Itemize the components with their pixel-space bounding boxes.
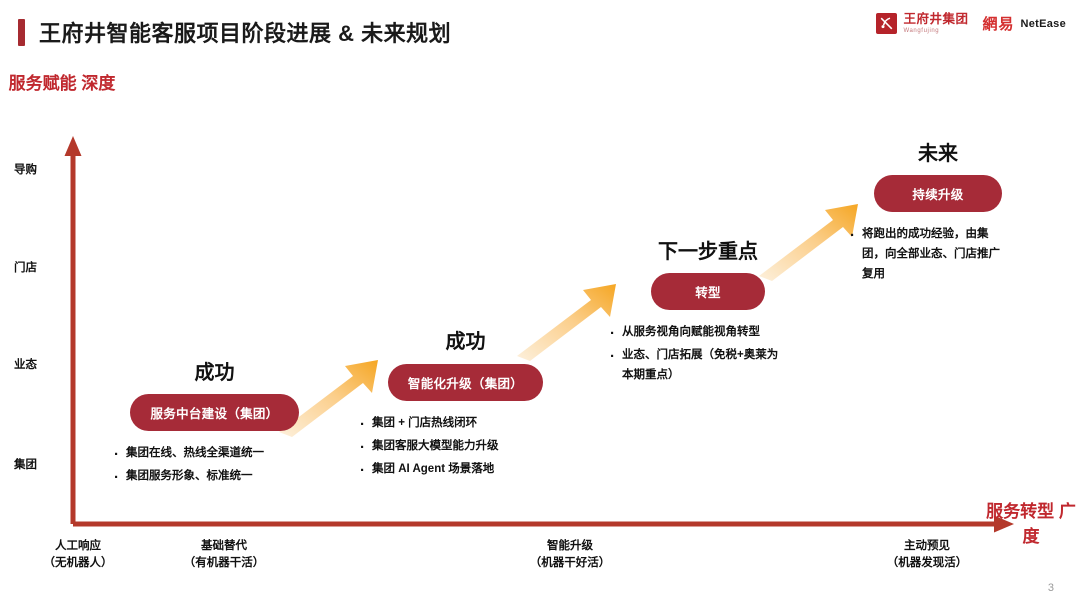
list-item: 集团服务形象、标准统一 <box>112 465 317 491</box>
x-tick-label-3: 主动预见 （机器发现活） <box>886 540 968 569</box>
stage-block-1: 成功 服务中台建设（集团） 集团在线、热线全渠道统一 集团服务形象、标准统一 <box>112 356 317 492</box>
y-tick-label-3: 集团 <box>14 459 37 471</box>
slide-header: 王府井智能客服项目阶段进展 & 未来规划 <box>18 16 451 48</box>
y-tick-label-0: 导购 <box>14 164 37 176</box>
stage-4-pill-wrap: 持续升级 <box>848 175 1028 212</box>
wangfujing-mark-icon <box>876 13 898 34</box>
list-item: 集团客服大模型能力升级 <box>358 435 573 461</box>
stage-1-pill-wrap: 服务中台建设（集团） <box>112 394 317 431</box>
stage-1-bullets: 集团在线、热线全渠道统一 集团服务形象、标准统一 <box>112 442 317 492</box>
stage-block-3: 下一步重点 转型 从服务视角向赋能视角转型 业态、门店拓展（免税+奥莱为 本期重… <box>608 235 808 388</box>
stage-4-bullets: 将跑出的成功经验，由集 团，向全部业态、门店推广 复用 <box>848 223 1028 284</box>
list-item: 从服务视角向赋能视角转型 <box>608 321 808 347</box>
list-item: 集团在线、热线全渠道统一 <box>112 442 317 468</box>
list-item: 将跑出的成功经验，由集 团，向全部业态、门店推广 复用 <box>848 223 1028 284</box>
netease-name-cn: 網易 <box>982 16 1015 33</box>
progress-arrow-2 <box>517 284 616 361</box>
progress-arrow-1 <box>279 360 378 437</box>
stage-1-pill[interactable]: 服务中台建设（集团） <box>130 394 299 431</box>
stage-3-pill-wrap: 转型 <box>608 273 808 310</box>
page-number: 3 <box>1047 582 1054 594</box>
stage-block-4: 未来 持续升级 将跑出的成功经验，由集 团，向全部业态、门店推广 复用 <box>848 137 1028 287</box>
progress-arrow-3 <box>759 204 858 281</box>
list-item: 集团 + 门店热线闭环 <box>358 412 573 438</box>
y-tick-label-2: 业态 <box>14 359 37 371</box>
list-item: 集团 AI Agent 场景落地 <box>358 458 573 484</box>
stage-4-heading: 未来 <box>918 143 958 165</box>
stage-2-pill-wrap: 智能化升级（集团） <box>358 364 573 401</box>
stage-block-2: 成功 智能化升级（集团） 集团 + 门店热线闭环 集团客服大模型能力升级 集团 … <box>358 325 573 485</box>
x-tick-label-2: 智能升级 （机器干好活） <box>529 540 611 569</box>
stage-2-heading: 成功 <box>445 331 486 353</box>
page-title: 王府井智能客服项目阶段进展 & 未来规划 <box>39 21 452 46</box>
x-axis-title: 服务转型 广度 <box>986 502 1076 546</box>
wangfujing-name-cn: 王府井集团 <box>903 12 969 27</box>
stage-3-heading: 下一步重点 <box>658 241 758 263</box>
title-accent-bar <box>18 18 25 46</box>
list-item: 业态、门店拓展（免税+奥莱为 本期重点） <box>608 344 808 385</box>
y-tick-label-1: 门店 <box>14 262 37 274</box>
stage-2-bullets: 集团 + 门店热线闭环 集团客服大模型能力升级 集团 AI Agent 场景落地 <box>358 412 573 485</box>
stage-3-bullets: 从服务视角向赋能视角转型 业态、门店拓展（免税+奥莱为 本期重点） <box>608 321 808 385</box>
stage-4-pill[interactable]: 持续升级 <box>874 175 1002 212</box>
y-axis-title: 服务赋能 深度 <box>8 74 116 93</box>
netease-name-en: NetEase <box>1020 17 1066 30</box>
wangfujing-name-en: Wangfujing <box>903 27 940 34</box>
stage-2-pill[interactable]: 智能化升级（集团） <box>387 364 544 401</box>
wangfujing-wordmark: 王府井集团 Wangfujing <box>903 13 968 34</box>
logo-bar: 王府井集团 Wangfujing 網易 NetEase <box>876 13 1066 34</box>
stage-3-pill[interactable]: 转型 <box>651 273 765 310</box>
x-tick-label-0: 人工响应 （无机器人） <box>43 540 113 569</box>
x-tick-label-1: 基础替代 （有机器干活） <box>183 540 265 569</box>
stage-1-heading: 成功 <box>194 362 235 384</box>
wangfujing-logo: 王府井集团 Wangfujing <box>876 13 968 34</box>
netease-logo: 網易 NetEase <box>982 13 1066 34</box>
